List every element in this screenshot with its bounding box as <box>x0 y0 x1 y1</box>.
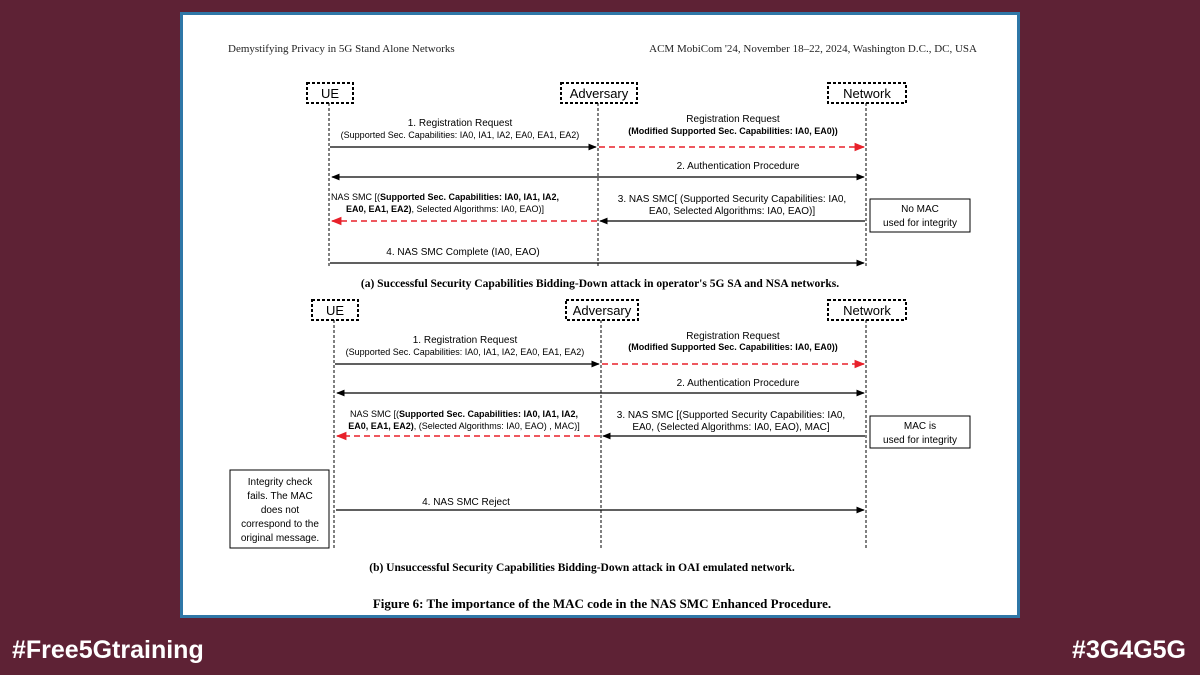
msg4-label-a: 4. NAS SMC Complete (IA0, EAO) <box>386 247 539 258</box>
msg3-ue-line1-a: NAS SMC [(Supported Sec. Capabilities: I… <box>331 192 559 202</box>
svg-text:MAC is: MAC is <box>904 421 936 432</box>
msg4-label-b: 4. NAS SMC Reject <box>422 497 510 508</box>
msg2-label-a: 2. Authentication Procedure <box>677 161 800 172</box>
svg-text:original message.: original message. <box>241 533 319 544</box>
adversary-box-b: Adversary <box>565 299 639 321</box>
svg-text:UE: UE <box>326 303 344 318</box>
svg-text:No MAC: No MAC <box>901 204 939 215</box>
diagram-b: UE Adversary Network 1. Registration Req… <box>229 299 971 574</box>
svg-text:Adversary: Adversary <box>573 303 632 318</box>
svg-text:Adversary: Adversary <box>570 86 629 101</box>
msg1-label-b: 1. Registration Request <box>413 335 518 346</box>
no-mac-note: No MAC used for integrity <box>869 198 971 233</box>
diagram-a: UE Adversary Network 1. Registration Req… <box>306 82 971 290</box>
msg1-relay-detail-a: (Modified Supported Sec. Capabilities: I… <box>628 126 838 136</box>
network-box-b: Network <box>827 299 907 321</box>
ue-box-b: UE <box>311 299 359 321</box>
network-box-a: Network <box>827 82 907 104</box>
hashtag-right: #3G4G5G <box>1072 636 1186 664</box>
svg-text:Network: Network <box>843 303 891 318</box>
adversary-box-a: Adversary <box>560 82 638 104</box>
mac-note: MAC is used for integrity <box>869 415 971 449</box>
svg-text:Network: Network <box>843 86 891 101</box>
msg1-relay-label-a: Registration Request <box>686 114 780 125</box>
svg-text:fails. The MAC: fails. The MAC <box>247 491 312 502</box>
svg-text:correspond to the: correspond to the <box>241 519 319 530</box>
ue-box-a: UE <box>306 82 354 104</box>
hashtag-left: #Free5Gtraining <box>12 636 204 664</box>
msg3-net-line1-a: 3. NAS SMC[ (Supported Security Capabili… <box>618 194 846 205</box>
msg3-net-line1-b: 3. NAS SMC [(Supported Security Capabili… <box>617 410 845 421</box>
msg1-detail-a: (Supported Sec. Capabilities: IA0, IA1, … <box>341 130 580 140</box>
msg1-label-a: 1. Registration Request <box>408 118 513 129</box>
svg-text:UE: UE <box>321 86 339 101</box>
figure-caption: Figure 6: The importance of the MAC code… <box>373 596 831 611</box>
integrity-check-note: Integrity check fails. The MAC does not … <box>229 469 330 549</box>
msg3-ue-line1-b: NAS SMC [(Supported Sec. Capabilities: I… <box>350 409 578 419</box>
svg-text:does not: does not <box>261 505 300 516</box>
svg-text:used for integrity: used for integrity <box>883 435 957 446</box>
msg1-relay-detail-b: (Modified Supported Sec. Capabilities: I… <box>628 342 838 352</box>
msg1-relay-label-b: Registration Request <box>686 331 780 342</box>
caption-a: (a) Successful Security Capabilities Bid… <box>361 278 839 290</box>
msg3-net-line2-b: EA0, (Selected Algorithms: IA0, EAO), MA… <box>632 422 830 433</box>
running-header-right: ACM MobiCom '24, November 18–22, 2024, W… <box>649 43 977 55</box>
svg-text:used for integrity: used for integrity <box>883 218 957 229</box>
msg1-detail-b: (Supported Sec. Capabilities: IA0, IA1, … <box>346 347 585 357</box>
caption-b: (b) Unsuccessful Security Capabilities B… <box>369 562 795 574</box>
msg3-net-line2-a: EA0, Selected Algorithms: IA0, EAO)] <box>649 206 815 217</box>
msg3-ue-line2-b: EA0, EA1, EA2), (Selected Algorithms: IA… <box>348 421 580 431</box>
msg2-label-b: 2. Authentication Procedure <box>677 378 800 389</box>
svg-text:Integrity check: Integrity check <box>248 477 313 488</box>
msg3-ue-line2-a: EA0, EA1, EA2), Selected Algorithms: IA0… <box>346 204 544 214</box>
running-header-left: Demystifying Privacy in 5G Stand Alone N… <box>228 43 455 55</box>
